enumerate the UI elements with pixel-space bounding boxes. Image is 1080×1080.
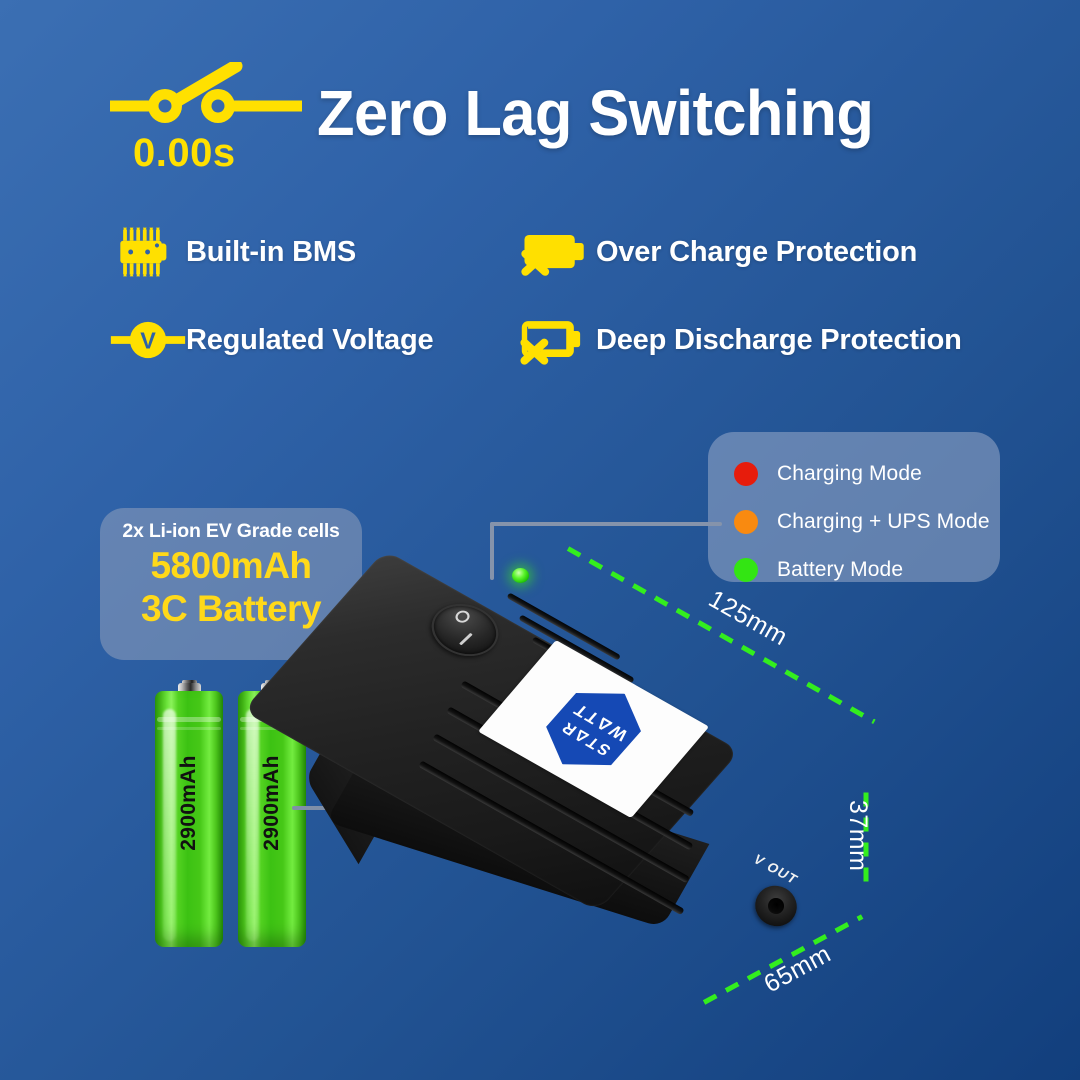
page-title: Zero Lag Switching	[317, 77, 874, 149]
legend-item-charging-mode: Charging Mode	[734, 450, 1000, 498]
mode-legend-panel: Charging Mode Charging + UPS Mode Batter…	[708, 432, 1000, 582]
status-dot-orange-icon	[734, 510, 758, 534]
status-dot-red-icon	[734, 462, 758, 486]
status-dot-green-icon	[734, 558, 758, 582]
battery-card-capacity: 5800mAh	[150, 545, 312, 586]
switch-off-mark-icon	[452, 608, 473, 625]
feature-regulated-voltage: V Regulated Voltage	[110, 310, 520, 370]
battery-x-empty-icon	[520, 310, 596, 370]
feature-deep-discharge-protection: Deep Discharge Protection	[520, 310, 962, 370]
feature-label: Regulated Voltage	[186, 323, 434, 356]
cell-highlight	[246, 709, 259, 941]
legend-label: Battery Mode	[777, 558, 904, 581]
star-watt-logo: STΔR WΔTT	[526, 672, 662, 786]
feature-row: Built-in BMS O	[110, 222, 1000, 282]
switch-on-mark-icon	[459, 632, 473, 646]
feature-label: Built-in BMS	[186, 235, 356, 268]
feature-list: Built-in BMS O	[110, 222, 1000, 398]
voltmeter-icon: V	[110, 310, 186, 370]
legend-item-battery-mode: Battery Mode	[734, 546, 1000, 594]
switch-open-icon	[108, 59, 304, 140]
cell-highlight	[163, 709, 176, 941]
zero-lag-time: 0.00s	[133, 131, 236, 175]
led-callout-connector	[490, 522, 722, 582]
cell-capacity-label: 2900mAh	[260, 755, 283, 851]
dimension-label-height: 37mm	[844, 800, 872, 872]
cell-terminal-tip	[182, 680, 197, 685]
feature-row: V Regulated Voltage	[110, 310, 1000, 370]
legend-label: Charging + UPS Mode	[777, 510, 990, 533]
battery-cell: 2900mAh	[155, 679, 223, 947]
battery-spec-card: 2x Li-ion EV Grade cells 5800mAh 3C Batt…	[100, 508, 362, 660]
feature-over-charge-protection: Over Charge Protection	[520, 222, 917, 282]
cell-capacity-label: 2900mAh	[177, 755, 200, 851]
cell-ring	[157, 727, 221, 730]
battery-card-rating: 3C Battery	[140, 588, 322, 630]
battery-card-subtitle: 2x Li-ion EV Grade cells	[122, 520, 340, 542]
feature-label: Deep Discharge Protection	[596, 323, 962, 356]
svg-text:V: V	[140, 328, 156, 354]
cell-ring	[157, 717, 221, 722]
battery-x-full-icon	[520, 222, 596, 282]
status-led-indicator	[512, 568, 529, 583]
cell-ring	[240, 727, 304, 730]
chip-bms-icon	[110, 222, 186, 282]
feature-built-in-bms: Built-in BMS	[110, 222, 520, 282]
legend-item-charging-ups-mode: Charging + UPS Mode	[734, 498, 1000, 546]
legend-label: Charging Mode	[777, 462, 922, 485]
feature-label: Over Charge Protection	[596, 235, 918, 268]
cell-body	[155, 691, 223, 947]
